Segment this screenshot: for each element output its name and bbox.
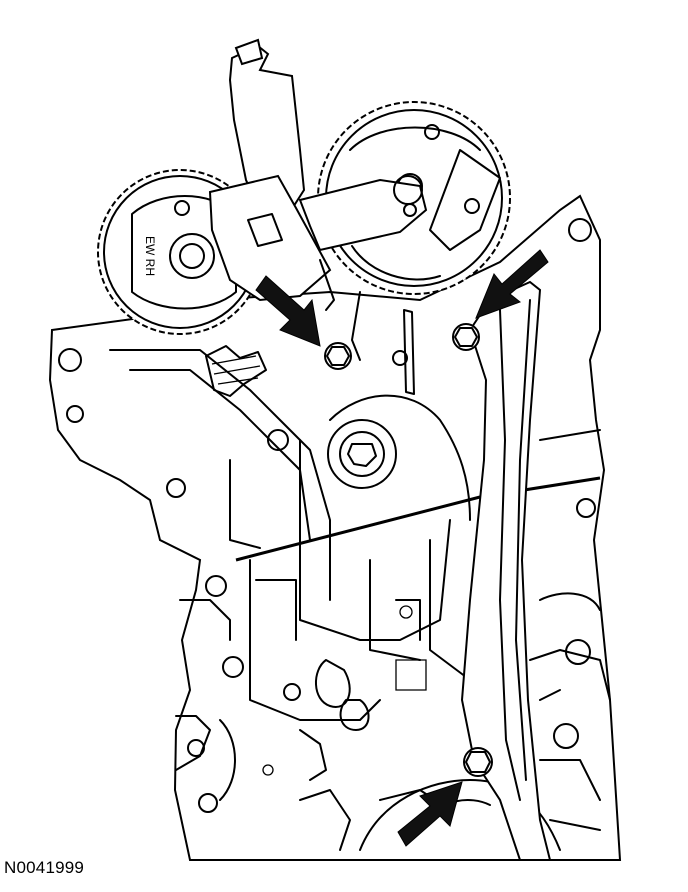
upper-right-bolt (452, 323, 480, 351)
upper-left-bolt (324, 342, 352, 370)
callout-arrow-lower (397, 781, 463, 847)
gear-marking: EW RH (143, 236, 157, 276)
center-boss (327, 419, 397, 489)
callout-arrow-upper-right (475, 249, 549, 319)
tensioner-assembly (205, 38, 428, 397)
figure-id-label: N0041999 (4, 858, 85, 877)
chain-guide (460, 280, 552, 861)
callout-arrow-upper-left (255, 275, 321, 347)
lower-bolt (463, 747, 493, 777)
